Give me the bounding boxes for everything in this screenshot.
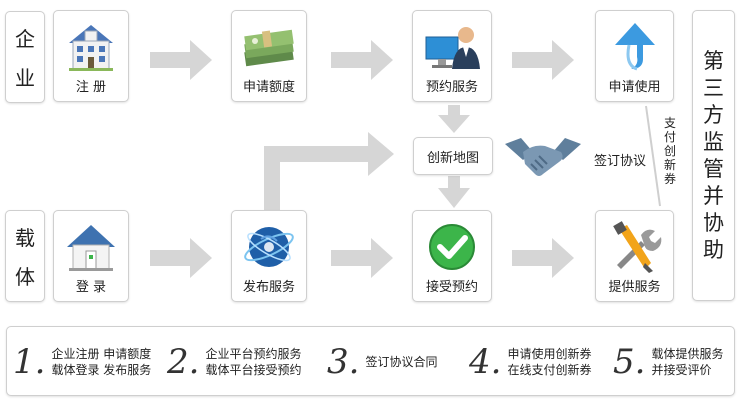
sign-agreement-label: 签订协议	[594, 154, 647, 169]
step-line: 载体提供服务	[651, 347, 724, 361]
tools-icon	[612, 221, 661, 273]
vertical-char: 新	[663, 158, 676, 172]
node-label: 申请额度	[242, 80, 295, 95]
handshake-icon	[505, 138, 581, 176]
money-icon	[244, 29, 294, 67]
node-label: 提供服务	[608, 280, 661, 295]
step-number: 2.	[167, 342, 200, 382]
building-icon	[69, 25, 113, 71]
vertical-char: 付	[663, 130, 676, 144]
step-2: 2. 企业平台预约服务 载体平台接受预约	[167, 327, 301, 397]
step-number: 3.	[327, 342, 360, 382]
row-label-char: 业	[15, 66, 35, 90]
vertical-char: 支	[663, 116, 676, 130]
row-label-carrier: 载 体	[5, 210, 45, 302]
step-number: 5.	[613, 342, 646, 382]
node-label: 申请使用	[608, 80, 661, 95]
vertical-char: 创	[663, 144, 676, 158]
arrow-login-to-publish	[150, 238, 212, 278]
arrow-register-to-quota	[150, 40, 212, 80]
line-apply-to-provide	[645, 105, 661, 207]
node-apply-quota[interactable]: 申请额度	[231, 10, 307, 102]
step-1: 1. 企业注册 申请额度 载体登录 发布服务	[13, 327, 151, 397]
step-line: 申请使用创新券	[507, 347, 592, 361]
step-4: 4. 申请使用创新券 在线支付创新券	[469, 327, 591, 397]
pay-voucher-label: 支 付 创 新 券	[663, 116, 677, 186]
flow-arrows	[150, 40, 661, 278]
step-number: 1.	[13, 342, 46, 382]
node-label: 发布服务	[242, 280, 295, 295]
row-label-char: 体	[15, 265, 35, 289]
node-publish-service[interactable]: 发布服务	[231, 210, 307, 302]
house-icon	[67, 225, 115, 271]
side-char: 监	[703, 129, 724, 154]
node-innovation-map[interactable]: 创新地图	[413, 137, 493, 175]
step-line: 载体平台接受预约	[205, 363, 302, 377]
side-char: 第	[703, 48, 724, 73]
step-line: 在线支付创新券	[507, 363, 592, 377]
step-line: 签订协议合同	[365, 355, 438, 369]
node-label: 预约服务	[425, 80, 478, 95]
globe-icon	[244, 227, 294, 267]
arrow-accept-to-provide	[512, 238, 574, 278]
node-label: 注 册	[75, 80, 107, 95]
vertical-char: 券	[663, 172, 676, 186]
upload-arrow-icon	[614, 23, 655, 71]
arrow-map-to-accept	[438, 176, 470, 208]
row-label-enterprise: 企 业	[5, 11, 45, 103]
node-label: 接受预约	[425, 280, 478, 295]
third-party-panel: 第 三 方 监 管 并 协 助	[692, 10, 735, 301]
checkmark-icon	[429, 224, 475, 270]
step-5: 5. 载体提供服务 并接受评价	[613, 327, 723, 397]
node-label: 登 录	[75, 280, 107, 295]
arrow-reserve-to-map	[438, 105, 470, 133]
node-apply-use[interactable]: 申请使用	[595, 10, 674, 102]
side-char: 并	[703, 183, 724, 208]
arrow-reserve-to-apply	[512, 40, 574, 80]
arrow-publish-to-accept	[331, 238, 393, 278]
side-char: 管	[703, 156, 724, 181]
step-3: 3. 签订协议合同	[327, 327, 437, 397]
step-line: 企业注册 申请额度	[51, 347, 152, 361]
node-register[interactable]: 注 册	[53, 10, 129, 102]
arrow-quota-to-reserve	[331, 40, 393, 80]
row-label-char: 企	[15, 27, 35, 51]
node-accept-reservation[interactable]: 接受预约	[412, 210, 492, 302]
side-char: 三	[703, 75, 724, 100]
user-computer-icon	[425, 27, 480, 69]
step-line: 并接受评价	[651, 363, 712, 377]
node-login[interactable]: 登 录	[53, 210, 129, 302]
node-label: 创新地图	[426, 150, 479, 166]
step-line: 企业平台预约服务	[205, 347, 302, 361]
row-label-char: 载	[15, 226, 35, 250]
node-provide-service[interactable]: 提供服务	[595, 210, 674, 302]
step-line: 载体登录 发布服务	[51, 363, 152, 377]
arrow-publish-to-map	[264, 132, 394, 210]
side-char: 协	[703, 210, 724, 235]
node-reserve-service[interactable]: 预约服务	[412, 10, 492, 102]
side-char: 助	[703, 237, 724, 262]
side-char: 方	[703, 102, 724, 127]
step-number: 4.	[469, 342, 502, 382]
steps-panel: 1. 企业注册 申请额度 载体登录 发布服务 2. 企业平台预约服务 载体平台接…	[6, 326, 735, 396]
